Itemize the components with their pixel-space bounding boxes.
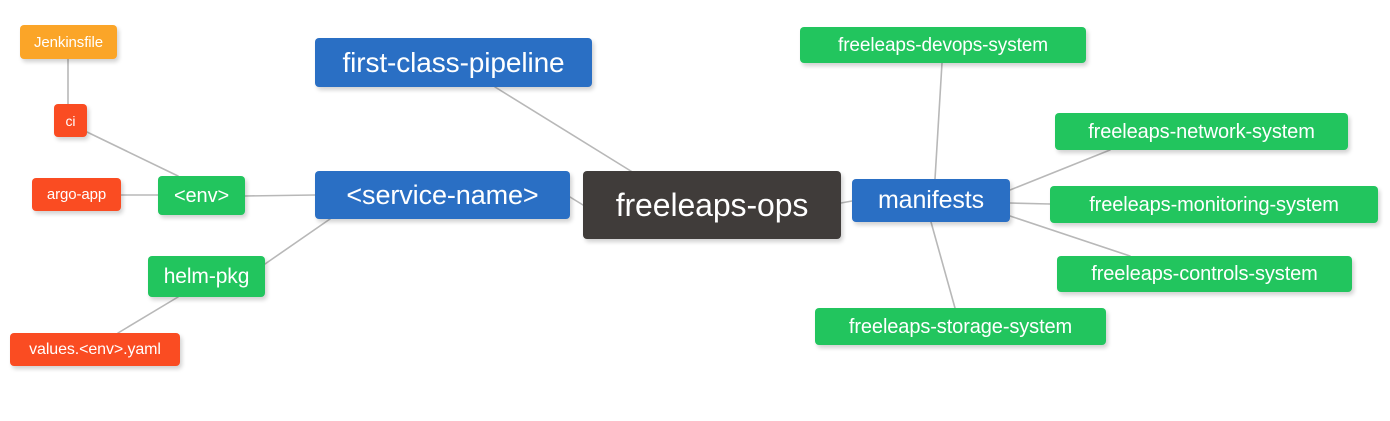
node-label-devops-system: freeleaps-devops-system (838, 34, 1048, 56)
node-label-controls-system: freeleaps-controls-system (1091, 263, 1318, 285)
node-first-class-pipeline[interactable]: first-class-pipeline (315, 38, 592, 87)
edge-root-pipeline (494, 86, 635, 174)
node-label-monitoring-system: freeleaps-monitoring-system (1089, 193, 1339, 216)
node-label-helm-pkg: helm-pkg (163, 265, 250, 288)
node-manifests[interactable]: manifests (852, 179, 1010, 222)
edge-helm-values (117, 296, 179, 334)
node-label-network-system: freeleaps-network-system (1088, 120, 1315, 143)
edge-root-manifests (840, 200, 853, 204)
node-storage-system[interactable]: freeleaps-storage-system (815, 308, 1106, 345)
node-label-storage-system: freeleaps-storage-system (848, 315, 1073, 338)
node-controls-system[interactable]: freeleaps-controls-system (1057, 256, 1352, 292)
node-freeleaps-ops[interactable]: freeleaps-ops (583, 171, 841, 239)
node-label-first-class-pipeline: first-class-pipeline (342, 46, 565, 78)
edge-root-service (569, 196, 584, 206)
node-env[interactable]: <env> (158, 176, 245, 215)
edge-service-helm (264, 218, 331, 265)
node-ci[interactable]: ci (54, 104, 87, 137)
node-label-manifests: manifests (877, 186, 985, 214)
edge-manifests-monitor (1009, 202, 1051, 205)
edge-env-ci (86, 131, 179, 177)
node-label-jenkinsfile: Jenkinsfile (34, 33, 103, 51)
node-jenkinsfile[interactable]: Jenkinsfile (20, 25, 117, 59)
node-label-argo-app: argo-app (46, 186, 107, 203)
node-argo-app[interactable]: argo-app (32, 178, 121, 211)
node-label-values-yaml: values.<env>.yaml (29, 340, 161, 358)
node-helm-pkg[interactable]: helm-pkg (148, 256, 265, 297)
node-label-env: <env> (173, 184, 230, 207)
edge-manifests-network (1009, 149, 1111, 191)
node-devops-system[interactable]: freeleaps-devops-system (800, 27, 1086, 63)
edge-service-env (244, 194, 316, 197)
node-label-service-name: <service-name> (346, 179, 539, 210)
edge-manifests-devops (934, 62, 943, 180)
edge-manifests-storage (930, 221, 956, 309)
node-service-name[interactable]: <service-name> (315, 171, 570, 219)
node-label-ci: ci (65, 112, 76, 129)
node-label-freeleaps-ops: freeleaps-ops (615, 187, 809, 223)
node-values-yaml[interactable]: values.<env>.yaml (10, 333, 180, 366)
node-network-system[interactable]: freeleaps-network-system (1055, 113, 1348, 150)
node-monitoring-system[interactable]: freeleaps-monitoring-system (1050, 186, 1378, 223)
